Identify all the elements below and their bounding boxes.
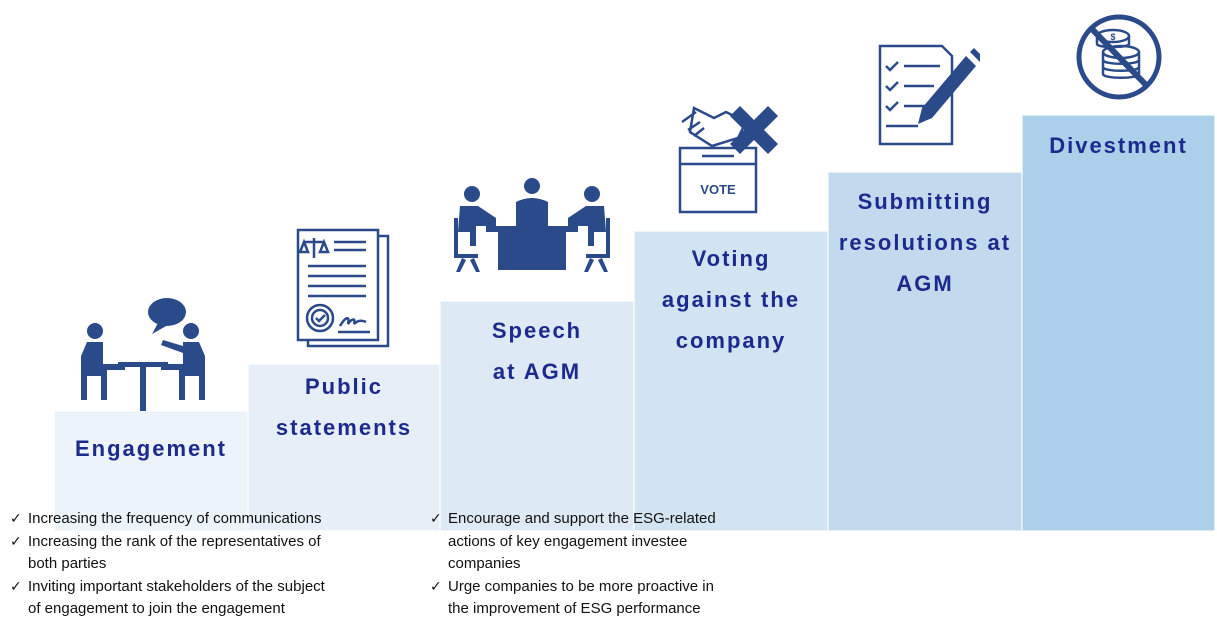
- no-money-icon: $: [1076, 14, 1162, 100]
- notes-left: ✓ Increasing the frequency of communicati…: [10, 508, 410, 621]
- check-icon: ✓: [10, 578, 22, 595]
- vote-against-icon: VOTE: [678, 106, 778, 214]
- check-icon: ✓: [10, 511, 22, 527]
- list-item: ✓ Inviting important stakeholders of the …: [10, 576, 410, 621]
- check-icon: ✓: [10, 533, 22, 550]
- step-label-submitting-resolutions: Submitting resolutions at AGM: [838, 189, 1012, 296]
- legal-document-icon: [296, 228, 390, 348]
- list-item: ✓ Urge companies to be more proactive in …: [430, 576, 790, 621]
- list-item: ✓ Increasing the rank of the representati…: [10, 531, 410, 576]
- board-meeting-icon: [454, 178, 610, 272]
- note-text: Increasing the frequency of communicatio…: [28, 510, 322, 527]
- check-icon: ✓: [430, 511, 442, 527]
- list-item: ✓ Increasing the frequency of communicati…: [10, 508, 410, 531]
- note-text: Encourage and support the ESG-related ac…: [448, 510, 716, 572]
- meeting-two-people-icon: [81, 298, 205, 411]
- step-public-statements: Public statements: [248, 364, 440, 531]
- step-label-public-statements: Public statements: [275, 374, 413, 440]
- step-label-voting-against: Voting against the company: [661, 246, 801, 353]
- notes-right: ✓ Encourage and support the ESG-related a…: [430, 508, 790, 621]
- step-engagement: Engagement: [54, 411, 248, 531]
- step-label-speech-at-agm: Speech at AGM: [491, 318, 583, 384]
- svg-text:$: $: [1110, 32, 1115, 42]
- checklist-pen-icon: [878, 44, 980, 146]
- note-text: Increasing the rank of the representativ…: [28, 532, 321, 573]
- step-submitting-resolutions: Submitting resolutions at AGM: [828, 172, 1022, 531]
- check-icon: ✓: [430, 578, 442, 595]
- step-speech-at-agm: Speech at AGM: [440, 301, 634, 531]
- step-divestment: Divestment: [1022, 115, 1215, 531]
- note-text: Inviting important stakeholders of the s…: [28, 577, 325, 618]
- note-text: Urge companies to be more proactive in t…: [448, 577, 714, 618]
- step-voting-against: Voting against the company: [634, 231, 828, 531]
- step-label-engagement: Engagement: [74, 436, 228, 461]
- step-label-divestment: Divestment: [1049, 133, 1188, 158]
- list-item: ✓ Encourage and support the ESG-related a…: [430, 508, 790, 576]
- svg-text:VOTE: VOTE: [700, 182, 736, 197]
